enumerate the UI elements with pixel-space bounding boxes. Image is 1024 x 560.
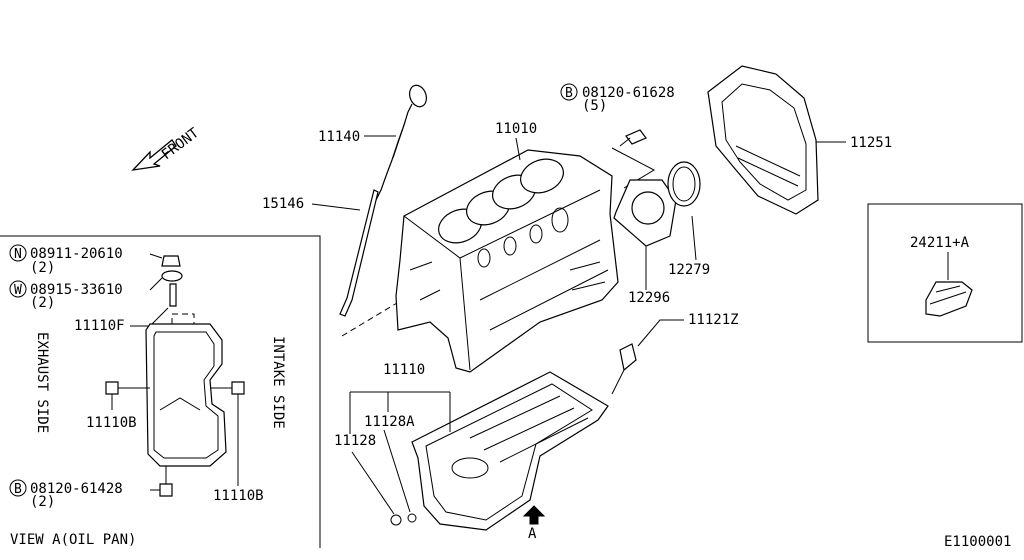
rear-plate — [707, 65, 819, 215]
front-label: FRONT — [159, 125, 203, 163]
rear-bolt-marker: B — [565, 86, 573, 101]
label-oil-pan-assy: 11110 — [383, 362, 425, 378]
front-direction-arrow: FRONT — [131, 125, 203, 171]
view-a-bolt-left: 11110B — [86, 415, 137, 431]
label-rear-bolt-qty: (5) — [582, 98, 607, 114]
view-a-title: VIEW A(OIL PAN) — [10, 532, 136, 548]
label-guide-tube: 15146 — [262, 196, 304, 212]
label-inset-part: 24211+A — [910, 235, 970, 251]
label-drain-plug: 11128 — [334, 433, 376, 449]
view-a-bolt-right: 11110B — [213, 488, 264, 504]
label-cylinder-block: 11010 — [495, 121, 537, 137]
view-a-nut-marker: N — [14, 247, 22, 262]
dipstick — [375, 84, 428, 201]
figure-id: E1100001 — [944, 534, 1011, 550]
view-a-panel: N 08911-20610 (2) W 08915-33610 (2) 1111… — [0, 235, 321, 548]
view-a-washer-qty: (2) — [30, 295, 55, 311]
label-rear-plate: 11251 — [850, 135, 892, 151]
view-a-exhaust-side: EXHAUST SIDE — [34, 332, 50, 433]
guide-tube — [339, 189, 403, 337]
oil-pan — [390, 371, 609, 531]
label-seal-retainer: 12296 — [628, 290, 670, 306]
leader-lines — [311, 135, 846, 515]
label-dipstick: 11140 — [318, 129, 360, 145]
view-a-nut: 08911-20610 — [30, 246, 123, 262]
view-a-washer: 08915-33610 — [30, 282, 123, 298]
seal-retainer — [613, 179, 677, 247]
drain-plug-part — [611, 343, 637, 395]
view-a-arrow — [522, 505, 546, 525]
view-a-stud: 11110F — [74, 318, 125, 334]
label-arrow-a: A — [528, 526, 537, 542]
view-a-bottom-bolt-marker: B — [14, 482, 22, 497]
cylinder-block — [395, 149, 619, 373]
view-a-washer-marker: W — [14, 283, 22, 298]
oil-seal — [667, 161, 701, 207]
label-oil-seal: 12279 — [668, 262, 710, 278]
view-a-nut-qty: (2) — [30, 260, 55, 276]
label-rear-bolt: 08120-61628 — [582, 85, 675, 101]
label-gasket: 11128A — [364, 414, 415, 430]
view-a-bottom-bolt-qty: (2) — [30, 494, 55, 510]
inset-box: 24211+A — [867, 203, 1023, 343]
label-drain-plug-washer: 11121Z — [688, 312, 739, 328]
view-a-intake-side: INTAKE SIDE — [270, 336, 286, 429]
view-a-bottom-bolt: 08120-61428 — [30, 481, 123, 497]
